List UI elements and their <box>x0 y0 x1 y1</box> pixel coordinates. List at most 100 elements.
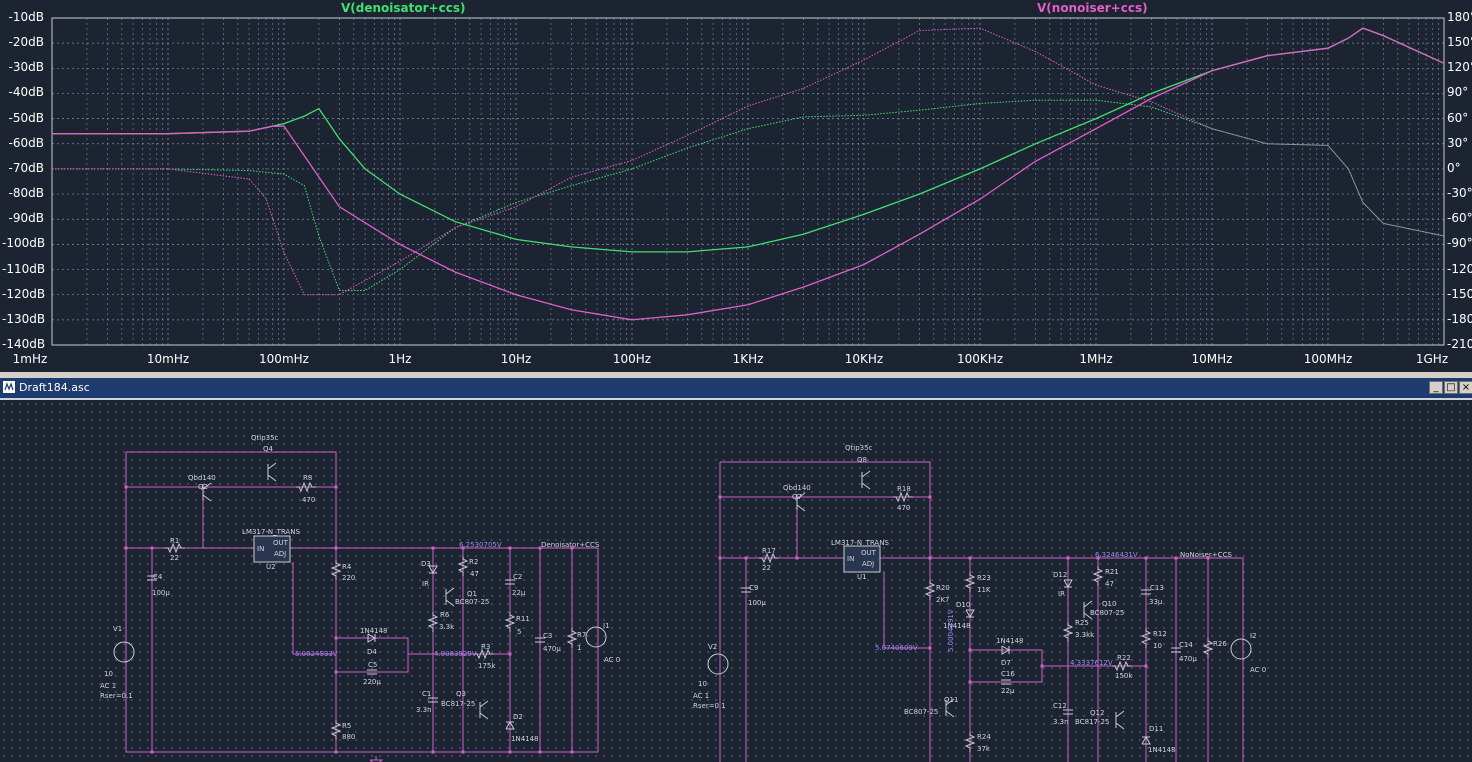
component-label-right-v2v[interactable]: 10 <box>698 680 707 688</box>
component-label-left-v1v[interactable]: 10 <box>104 670 113 678</box>
regulator-u2[interactable] <box>253 535 291 563</box>
current-source-i1[interactable] <box>585 626 607 648</box>
component-label-right-c16[interactable]: C16 <box>1001 670 1015 678</box>
component-label-left-d4-model[interactable]: 1N4148 <box>360 627 388 635</box>
component-label-left-c3[interactable]: C3 <box>543 632 553 640</box>
component-label-left-d3[interactable]: D3 <box>421 560 431 568</box>
component-label-left-r6v[interactable]: 3.3k <box>439 623 455 631</box>
node-voltage-right-v-q11[interactable]: 5.0004391V <box>947 609 955 652</box>
node-voltage-left-v-adj[interactable]: 5.0024533V <box>295 650 338 658</box>
component-label-left-d3v[interactable]: IR <box>422 580 429 588</box>
component-label-right-r22v[interactable]: 150k <box>1115 672 1133 680</box>
node-voltage-right-v-out[interactable]: 6.3246431V <box>1095 551 1138 559</box>
component-label-right-d11[interactable]: D11 <box>1149 725 1164 733</box>
component-label-right-c14[interactable]: C14 <box>1179 641 1193 649</box>
component-label-right-u-in[interactable]: IN <box>847 555 855 563</box>
component-label-left-c1v[interactable]: 3.3n <box>416 706 432 714</box>
component-label-right-d11v[interactable]: 1N4148 <box>1148 746 1176 754</box>
component-label-right-q7-model[interactable]: Qbd140 <box>783 484 811 492</box>
component-label-left-c5[interactable]: C5 <box>368 661 378 669</box>
component-label-right-r25[interactable]: R25 <box>1075 619 1089 627</box>
component-label-right-c12[interactable]: C12 <box>1053 702 1067 710</box>
node-voltage-left-v-mid[interactable]: 4.9083929V <box>434 650 477 658</box>
current-source-i2[interactable] <box>1230 638 1252 660</box>
component-label-right-d12[interactable]: D12 <box>1053 571 1068 579</box>
component-label-right-u-adj[interactable]: ADJ <box>862 560 875 568</box>
component-label-right-d10[interactable]: D10 <box>956 601 971 609</box>
component-label-right-net[interactable]: NoNoiser+CCS <box>1180 551 1232 559</box>
component-label-left-q2-model[interactable]: Qbd140 <box>188 474 216 482</box>
component-label-right-r18[interactable]: R18 <box>897 485 911 493</box>
trace-label-denoisator[interactable]: V(denoisator+ccs) <box>341 1 466 15</box>
component-label-left-q1[interactable]: Q1 <box>467 590 477 598</box>
component-label-left-c4[interactable]: C4 <box>153 573 163 581</box>
nonoiser-magnitude-trace[interactable] <box>52 27 1445 321</box>
component-label-left-d4[interactable]: D4 <box>367 648 377 656</box>
component-label-right-v2ac[interactable]: AC 1 <box>693 692 710 700</box>
component-label-left-r3[interactable]: R3 <box>481 643 491 651</box>
component-label-right-q8-model[interactable]: Qtip35c <box>845 444 873 452</box>
component-label-left-r2[interactable]: R2 <box>469 558 479 566</box>
component-label-left-net[interactable]: Denoisator+CCS <box>541 541 600 549</box>
component-label-left-q2[interactable]: Q2 <box>198 483 208 491</box>
denoisator-phase-trace[interactable] <box>52 99 1445 291</box>
component-label-right-c16v[interactable]: 22µ <box>1001 687 1015 695</box>
node-voltage-right-v-adj[interactable]: 5.0740609V <box>875 644 918 652</box>
component-label-left-q4-model[interactable]: Qtip35c <box>251 434 279 442</box>
component-label-left-q1-model[interactable]: BC807-25 <box>455 598 490 606</box>
component-label-right-q11[interactable]: Q11 <box>944 696 959 704</box>
component-label-right-r25v[interactable]: 3.3kk <box>1075 631 1095 639</box>
component-label-left-r11[interactable]: R11 <box>516 615 530 623</box>
component-label-left-r2v[interactable]: 47 <box>470 570 479 578</box>
component-label-left-r8[interactable]: R8 <box>303 474 313 482</box>
component-label-left-r8v[interactable]: 470 <box>302 496 316 504</box>
component-label-left-u-model[interactable]: LM317-N_TRANS <box>242 528 300 536</box>
component-label-right-r12v[interactable]: 10 <box>1153 642 1162 650</box>
component-label-left-r6[interactable]: R6 <box>440 611 450 619</box>
component-label-right-r23[interactable]: R23 <box>977 574 991 582</box>
component-label-right-u-model[interactable]: LM317-N_TRANS <box>831 539 889 547</box>
component-label-left-c1[interactable]: C1 <box>422 690 432 698</box>
component-label-right-r21[interactable]: R21 <box>1105 568 1119 576</box>
component-label-left-r4[interactable]: R4 <box>342 563 352 571</box>
plot-area[interactable] <box>52 18 1444 345</box>
component-label-right-q10-model[interactable]: BC807-25 <box>1090 609 1125 617</box>
component-label-left-c4v[interactable]: 100µ <box>152 589 170 597</box>
component-label-right-c14v[interactable]: 470µ <box>1179 655 1197 663</box>
component-label-left-i1v[interactable]: AC 0 <box>604 656 621 664</box>
component-label-left-r1[interactable]: R1 <box>170 537 180 545</box>
voltage-source-v2[interactable] <box>707 653 729 675</box>
component-label-right-c13[interactable]: C13 <box>1150 584 1164 592</box>
pane-separator[interactable] <box>0 372 1472 378</box>
component-label-right-r20v[interactable]: 2K7 <box>936 596 950 604</box>
component-label-left-u[interactable]: U2 <box>266 563 276 571</box>
component-label-right-q10[interactable]: Q10 <box>1102 600 1117 608</box>
component-label-left-u-in[interactable]: IN <box>257 545 265 553</box>
component-label-left-r7v[interactable]: 1 <box>577 644 582 652</box>
component-label-right-v2[interactable]: V2 <box>708 643 718 651</box>
component-label-right-r12[interactable]: R12 <box>1153 630 1167 638</box>
component-label-left-r5[interactable]: R5 <box>342 722 352 730</box>
component-label-right-c9[interactable]: C9 <box>749 584 759 592</box>
component-label-left-c3v[interactable]: 470µ <box>543 645 561 653</box>
component-label-right-r17v[interactable]: 22 <box>762 564 771 572</box>
component-label-left-q3[interactable]: Q3 <box>456 690 466 698</box>
component-label-left-r11v[interactable]: 5 <box>517 628 522 636</box>
component-label-right-d10v[interactable]: 1N4148 <box>943 622 971 630</box>
bode-plot[interactable] <box>0 0 1472 372</box>
component-label-right-c12v[interactable]: 3.3n <box>1053 718 1069 726</box>
component-label-right-r24v[interactable]: 37k <box>977 745 990 753</box>
trace-label-nonoiser[interactable]: V(nonoiser+ccs) <box>1037 1 1148 15</box>
component-label-right-q11-model[interactable]: BC807-25 <box>904 708 939 716</box>
voltage-source-v1[interactable] <box>113 641 135 663</box>
component-label-right-q12[interactable]: Q12 <box>1090 709 1105 717</box>
component-label-left-r4v[interactable]: 220 <box>342 574 356 582</box>
component-label-right-u-out[interactable]: OUT <box>861 549 876 557</box>
component-label-left-i1[interactable]: I1 <box>603 622 610 630</box>
component-label-right-d7[interactable]: D7 <box>1001 659 1011 667</box>
component-label-left-v1[interactable]: V1 <box>113 625 123 633</box>
component-label-right-r22[interactable]: R22 <box>1117 654 1131 662</box>
component-label-right-r18v[interactable]: 470 <box>897 504 911 512</box>
component-label-left-u-adj[interactable]: ADJ <box>274 550 287 558</box>
